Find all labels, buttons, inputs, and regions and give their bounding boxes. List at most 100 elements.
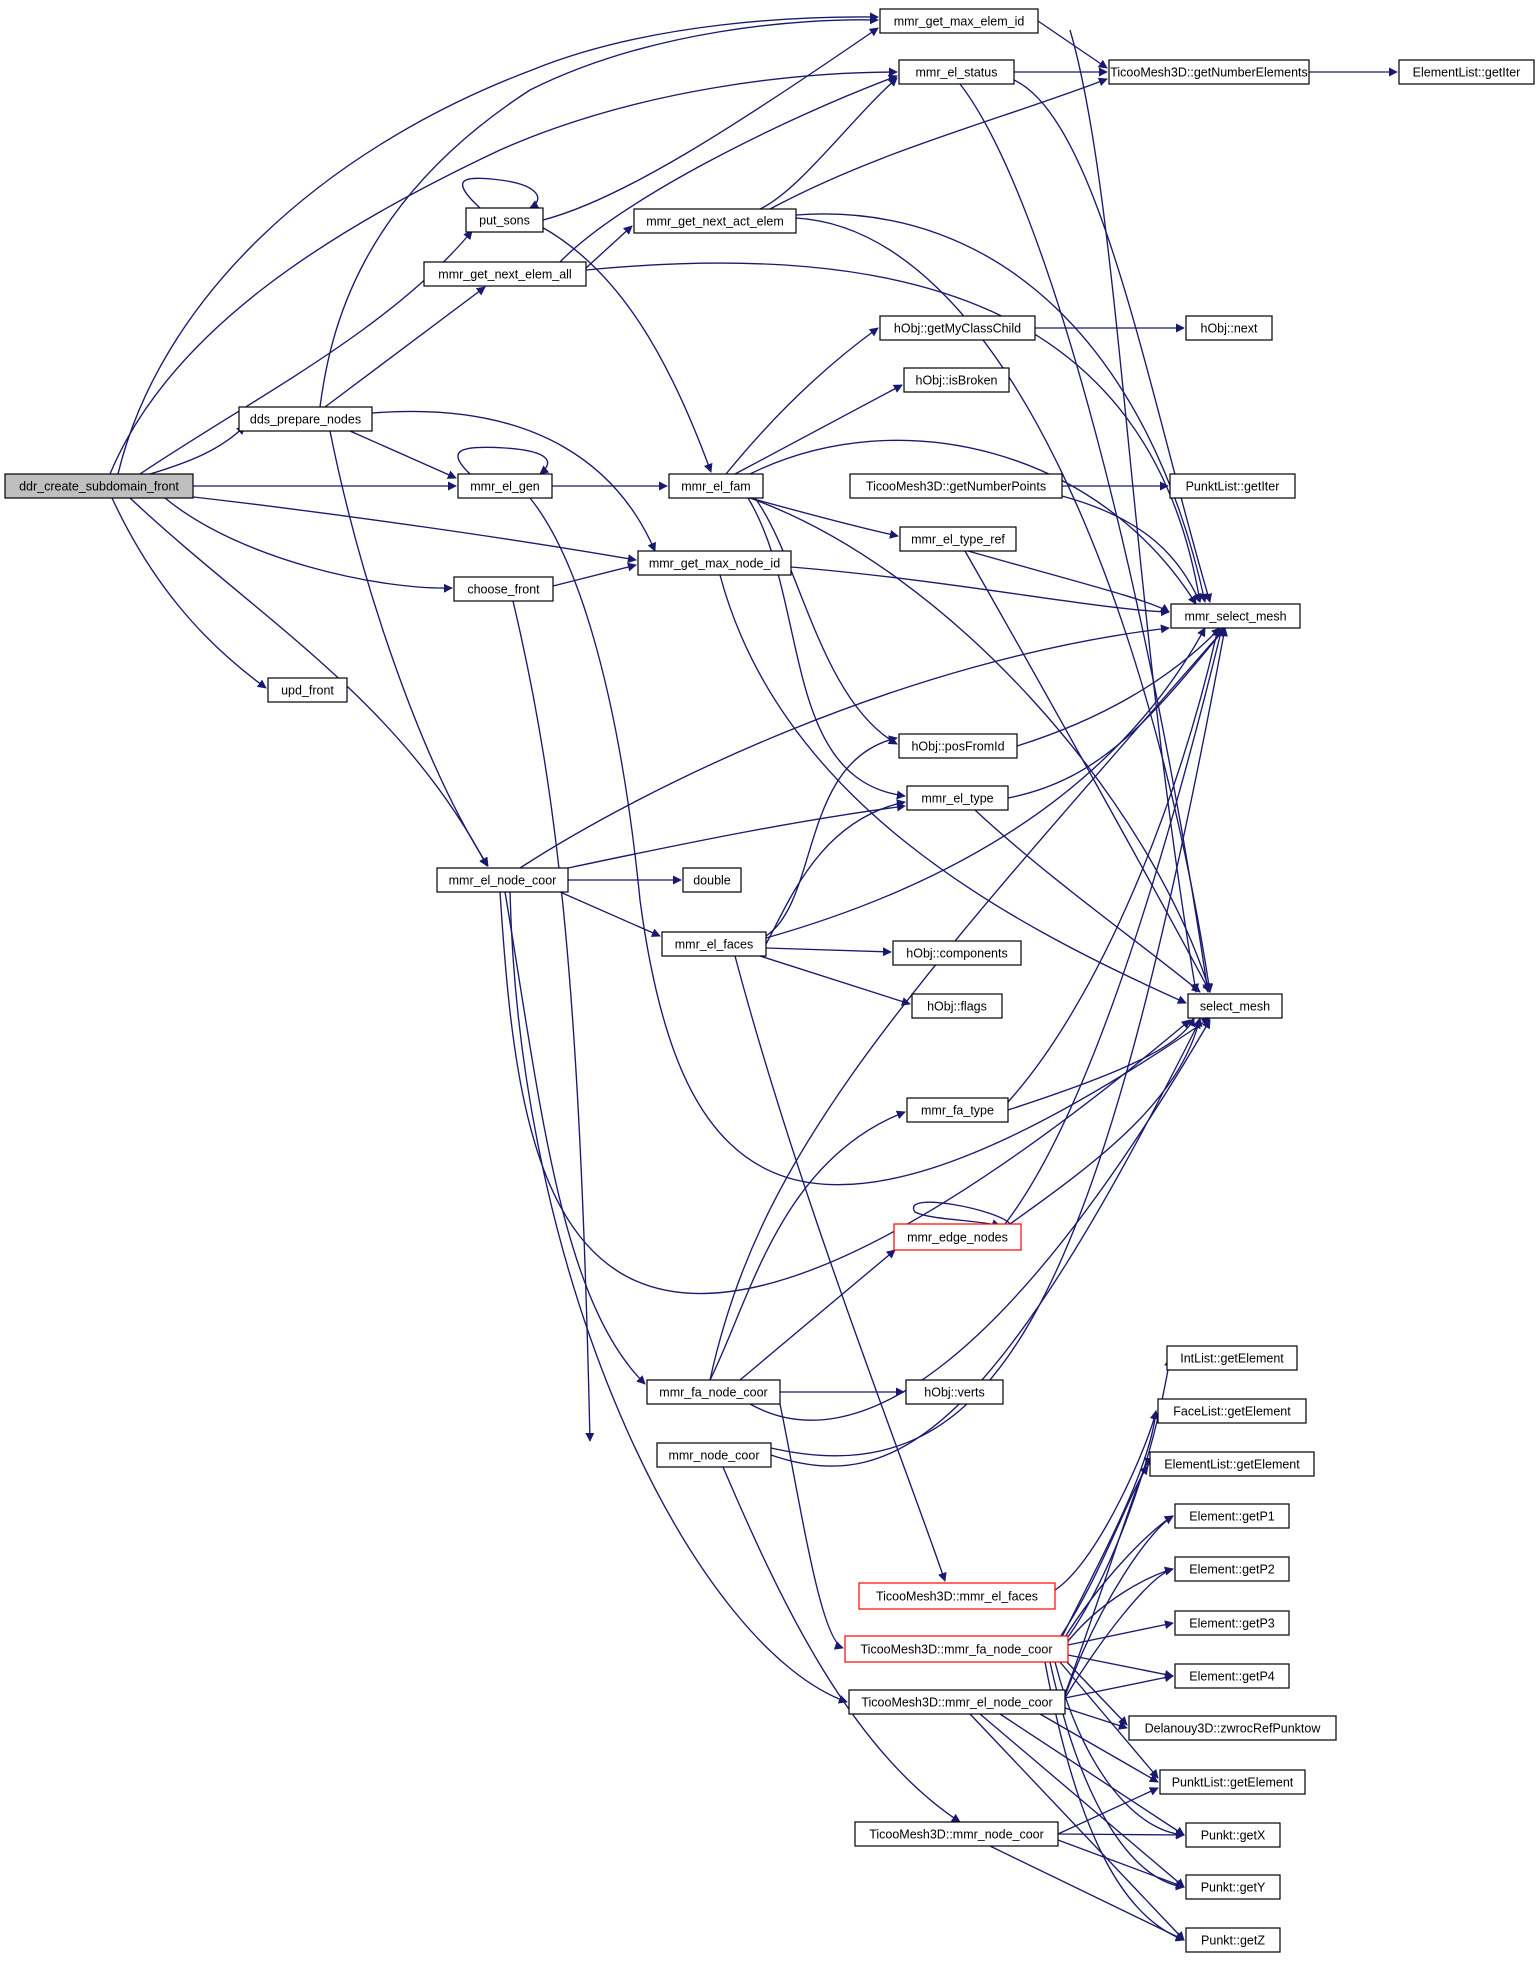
node-ticoomesh3d-getnumberelements[interactable]: TicooMesh3D::getNumberElements: [1108, 59, 1310, 85]
node-box: [661, 931, 767, 957]
node-punkt-getx[interactable]: Punkt::getX: [1185, 1822, 1281, 1848]
node-hobj-isbroken[interactable]: hObj::isBroken: [903, 367, 1010, 393]
node-intlist-getelement[interactable]: IntList::getElement: [1166, 1345, 1298, 1371]
node-box: [906, 1097, 1009, 1123]
node-label: mmr_node_coor: [668, 1449, 759, 1463]
node-put-sons[interactable]: put_sons: [465, 207, 544, 233]
call-edge-n23-to-n19: [519, 624, 1170, 869]
node-label: FaceList::getElement: [1173, 1405, 1291, 1419]
node-mmr-select-mesh[interactable]: mmr_select_mesh: [1170, 603, 1301, 629]
node-mmr-el-type[interactable]: mmr_el_type: [906, 785, 1009, 811]
call-edge-n23-to-n25: [559, 891, 661, 937]
node-element-getp1[interactable]: Element::getP1: [1174, 1503, 1290, 1529]
call-edge-n0-to-n20: [111, 497, 267, 689]
node-punktlist-getelement[interactable]: PunktList::getElement: [1159, 1769, 1306, 1795]
node-box: [858, 1582, 1056, 1610]
node-box: [1185, 1927, 1281, 1953]
node-label: mmr_el_type_ref: [911, 533, 1005, 547]
call-edge-n32-to-n30: [739, 1249, 896, 1381]
node-hobj-next[interactable]: hObj::next: [1185, 315, 1273, 341]
call-edge-n11-to-n18: [371, 410, 656, 552]
call-edge-n13-to-n21: [754, 497, 898, 745]
node-mmr-get-next-elem-all[interactable]: mmr_get_next_elem_all: [423, 261, 587, 287]
node-box: [453, 576, 554, 602]
call-edge-n11-to-n7: [324, 286, 486, 408]
node-label: Punkt::getY: [1201, 1881, 1266, 1895]
node-box: [668, 473, 764, 499]
node-hobj-components[interactable]: hObj::components: [892, 940, 1022, 966]
node-box: [1185, 1822, 1281, 1848]
node-ddr-create-subdomain-front[interactable]: ddr_create_subdomain_front: [4, 473, 194, 499]
node-choose-front[interactable]: choose_front: [453, 576, 554, 602]
node-element-getp3[interactable]: Element::getP3: [1174, 1610, 1290, 1636]
node-mmr-el-fam[interactable]: mmr_el_fam: [668, 473, 764, 499]
node-ticoomesh3d-mmr-el-faces[interactable]: TicooMesh3D::mmr_el_faces: [858, 1582, 1056, 1610]
node-mmr-fa-node-coor[interactable]: mmr_fa_node_coor: [646, 1379, 781, 1405]
node-punktlist-getiter[interactable]: PunktList::getIter: [1169, 473, 1296, 499]
call-edge-n41-to-n49: [1044, 1661, 1185, 1942]
node-hobj-posfromid[interactable]: hObj::posFromId: [898, 733, 1018, 759]
node-delanouy3d-zwrocrefpunktow[interactable]: Delanouy3D::zwrocRefPunktow: [1128, 1715, 1337, 1741]
node-ticoomesh3d-mmr-el-node-coor[interactable]: TicooMesh3D::mmr_el_node_coor: [848, 1689, 1066, 1715]
node-mmr-fa-type[interactable]: mmr_fa_type: [906, 1097, 1009, 1123]
node-box: [1174, 1556, 1290, 1582]
node-facelist-getelement[interactable]: FaceList::getElement: [1157, 1398, 1307, 1424]
node-ticoomesh3d-getnumberpoints[interactable]: TicooMesh3D::getNumberPoints: [849, 473, 1063, 499]
node-box: [1185, 1874, 1281, 1900]
node-label: mmr_get_next_elem_all: [438, 268, 571, 282]
node-mmr-get-max-node-id[interactable]: mmr_get_max_node_id: [637, 550, 792, 576]
node-ticoomesh3d-mmr-node-coor[interactable]: TicooMesh3D::mmr_node_coor: [854, 1821, 1059, 1847]
node-label: upd_front: [281, 684, 334, 698]
node-label: TicooMesh3D::mmr_el_node_coor: [861, 1696, 1052, 1710]
call-edge-n46-to-n47: [1057, 1830, 1185, 1840]
call-edge-n17-to-n18: [552, 562, 637, 587]
node-mmr-get-next-act-elem[interactable]: mmr_get_next_act_elem: [633, 208, 797, 234]
node-ticoomesh3d-mmr-fa-node-coor[interactable]: TicooMesh3D::mmr_fa_node_coor: [844, 1635, 1069, 1663]
node-mmr-el-type-ref[interactable]: mmr_el_type_ref: [899, 526, 1017, 552]
call-edge-n5-to-n5: [461, 177, 540, 209]
node-elementlist-getelement[interactable]: ElementList::getElement: [1149, 1451, 1315, 1477]
node-mmr-el-status[interactable]: mmr_el_status: [898, 59, 1015, 85]
node-elementlist-getiter[interactable]: ElementList::getIter: [1398, 59, 1535, 85]
node-mmr-el-faces[interactable]: mmr_el_faces: [661, 931, 767, 957]
node-label: hObj::next: [1201, 322, 1259, 336]
node-box: [1170, 603, 1301, 629]
call-edge-n32-to-n29: [709, 1110, 906, 1381]
node-dds-prepare-nodes[interactable]: dds_prepare_nodes: [238, 406, 373, 432]
node-label: IntList::getElement: [1180, 1352, 1284, 1366]
node-hobj-verts[interactable]: hObj::verts: [905, 1379, 1004, 1405]
node-mmr-el-node-coor[interactable]: mmr_el_node_coor: [436, 867, 569, 893]
call-edge-n13-to-n28: [749, 497, 1212, 993]
node-box: [423, 261, 587, 287]
node-element-getp2[interactable]: Element::getP2: [1174, 1556, 1290, 1582]
node-label: select_mesh: [1200, 1000, 1270, 1014]
node-punkt-getz[interactable]: Punkt::getZ: [1185, 1927, 1281, 1953]
node-select-mesh[interactable]: select_mesh: [1187, 993, 1283, 1019]
call-edge-n46-to-n49: [989, 1845, 1185, 1941]
node-hobj-getmyclasschild[interactable]: hObj::getMyClassChild: [879, 315, 1036, 341]
node-label: hObj::isBroken: [916, 374, 998, 388]
node-mmr-node-coor[interactable]: mmr_node_coor: [656, 1442, 772, 1468]
node-box: [898, 733, 1018, 759]
node-label: ElementList::getIter: [1413, 66, 1521, 80]
call-edge-n32-to-n41: [779, 1403, 844, 1650]
node-box: [849, 473, 1063, 499]
call-edge-n30-to-n28: [1009, 1017, 1203, 1225]
node-mmr-edge-nodes[interactable]: mmr_edge_nodes: [893, 1223, 1022, 1251]
node-hobj-flags[interactable]: hObj::flags: [911, 993, 1003, 1019]
node-mmr-get-max-elem-id[interactable]: mmr_get_max_elem_id: [879, 8, 1039, 34]
node-mmr-el-gen[interactable]: mmr_el_gen: [457, 473, 553, 499]
node-double[interactable]: double: [682, 867, 742, 893]
call-edge-n5-to-n13: [539, 225, 713, 473]
node-element-getp4[interactable]: Element::getP4: [1174, 1663, 1290, 1689]
node-box: [646, 1379, 781, 1405]
node-upd-front[interactable]: upd_front: [267, 677, 348, 703]
node-label: Punkt::getZ: [1201, 1934, 1265, 1948]
node-punkt-gety[interactable]: Punkt::getY: [1185, 1874, 1281, 1900]
node-box: [656, 1442, 772, 1468]
call-edge-n23-to-n32: [504, 891, 646, 1385]
call-edge-n13-to-n22: [747, 497, 906, 800]
call-edge-n6-to-n19: [795, 213, 1208, 603]
node-box: [682, 867, 742, 893]
call-edge-n13-to-n16: [749, 497, 899, 539]
